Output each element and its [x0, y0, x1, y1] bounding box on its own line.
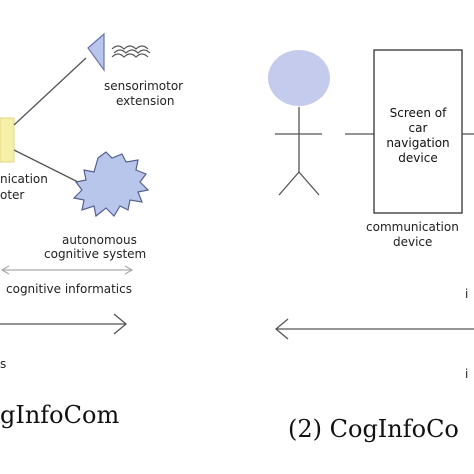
sensor-icon [87, 32, 151, 72]
communication-device-box [373, 49, 463, 214]
left-caption: gInfoCom [0, 401, 119, 429]
user-head [268, 50, 330, 106]
cognitive-informatics-span [0, 265, 134, 275]
highlight-block [0, 117, 15, 163]
screen-text-line4: device [398, 151, 437, 165]
right-caption: (2) CogInfoCo [288, 415, 459, 443]
device-label-line1: communication [366, 220, 459, 234]
right-edge-label-2: i [465, 367, 468, 381]
screen-text-line1: Screen of [390, 106, 447, 120]
extension-label: extension [116, 94, 175, 108]
right-edge-label-1: i [465, 287, 468, 301]
connector-to-cloud [13, 149, 83, 185]
computer-label-fragment: oter [0, 188, 24, 202]
cognitive-system-label: cognitive system [44, 247, 146, 261]
screen-text-line3: navigation [386, 136, 449, 150]
right-long-arrow [274, 318, 474, 340]
screen-text-line2: car [409, 121, 428, 135]
cognitive-informatics-label: cognitive informatics [6, 282, 132, 296]
autonomous-label: autonomous [62, 233, 137, 247]
user-stick-figure [268, 50, 330, 196]
connector-to-sensor [13, 57, 87, 126]
sensorimotor-label: sensorimotor [104, 79, 183, 93]
left-long-arrow [0, 313, 128, 335]
left-arrow-label-fragment: s [0, 357, 6, 371]
device-label-line2: device [393, 235, 432, 249]
cognitive-system-cloud [72, 151, 150, 218]
communication-label-fragment: nication [0, 172, 48, 186]
